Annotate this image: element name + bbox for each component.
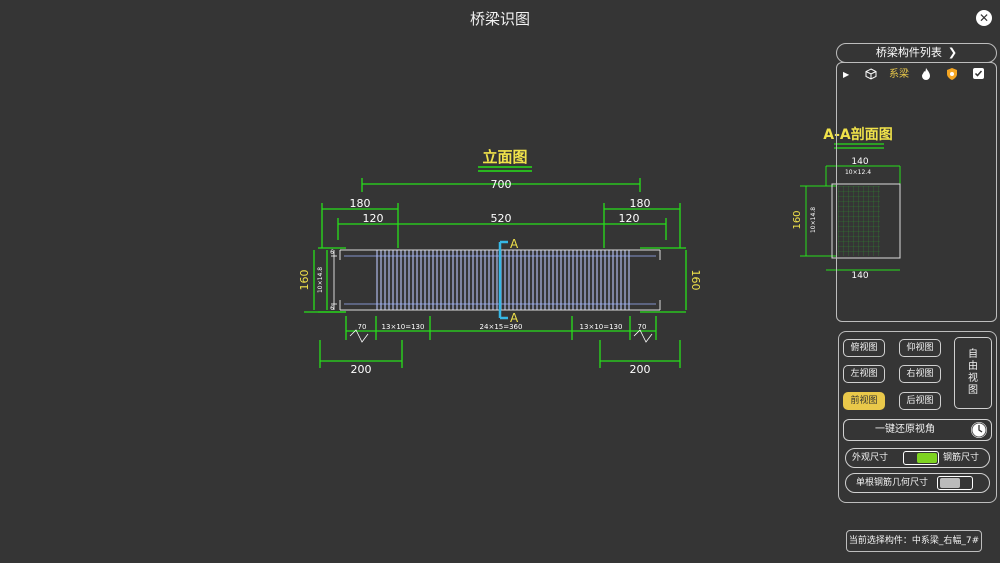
side-ticks [331,250,337,310]
window-title: 桥梁识图 [469,10,530,28]
tree-item-label[interactable]: 系梁 [889,69,909,80]
fire-icon[interactable] [921,68,931,85]
component-tree-row[interactable]: ▶ 系梁 [837,66,996,84]
right-view-button[interactable]: 右视图 [899,365,941,383]
section-mark-bottom: A [510,311,519,325]
spacing-left: 13×10=130 [382,323,425,331]
reset-view-label: 一键还原视角 [875,424,935,435]
section-note-top: 10×12.4 [845,169,871,176]
switch-knob [940,478,960,488]
section-height: 160 [792,210,803,229]
section-mark-top: A [510,237,519,251]
height-left: 160 [298,270,311,291]
break-marks [349,329,653,343]
side-small-top: 6 [330,249,334,256]
free-view-button[interactable]: 自由视图 [954,337,992,409]
dim-left-outer: 180 [350,197,371,210]
dim-bottom-left: 200 [351,363,372,376]
single-rebar-dim-label: 单根钢筋几何尺寸 [856,478,929,488]
section-outline [831,183,901,259]
rebar-dim-label: 钢筋尺寸 [943,453,980,463]
bottom-view-button[interactable]: 仰视图 [899,339,941,357]
dim-right-outer: 180 [630,197,651,210]
front-view-button[interactable]: 前视图 [843,392,885,410]
dimension-mode-switch[interactable] [903,451,939,465]
check-icon[interactable] [973,68,984,84]
rebar-cage [376,250,630,310]
dimension-mode-toggle[interactable]: 外观尺寸 钢筋尺寸 [845,448,990,468]
top-view-button[interactable]: 俯视图 [843,339,885,357]
clock-icon [971,422,987,438]
component-tree-panel[interactable]: ▶ 系梁 [836,62,997,322]
dim-middle: 520 [491,212,512,225]
left-view-button[interactable]: 左视图 [843,365,885,383]
close-icon[interactable]: ✕ [976,10,992,26]
current-selection-status: 当前选择构件：中系梁_右幅_7# [846,530,982,552]
spacing-left-70: 70 [358,323,367,331]
component-list-header-label: 桥梁构件列表 [875,46,942,59]
bottom-dimension-lines [319,316,681,368]
side-small-bottom: 6 [330,305,334,312]
appearance-dim-label: 外观尺寸 [852,453,889,463]
section-width-bottom: 140 [851,271,868,281]
height-right: 160 [689,270,702,291]
spacing-right: 13×10=130 [580,323,623,331]
spacing-middle: 24×15=360 [480,323,523,331]
shield-icon[interactable] [947,68,957,85]
section-width-top: 140 [851,157,868,167]
switch-knob [917,453,937,463]
free-view-label: 自由视图 [968,349,978,396]
section-title: A-A剖面图 [823,126,892,143]
section-mesh [838,186,880,256]
single-rebar-dim-toggle[interactable]: 单根钢筋几何尺寸 [845,473,990,493]
play-icon[interactable]: ▶ [843,70,850,79]
elevation-title: 立面图 [482,148,527,166]
view-control-panel [838,331,997,503]
dim-overall: 700 [491,178,512,191]
reset-view-button[interactable]: 一键还原视角 [843,419,992,441]
cube-icon [865,68,877,85]
dim-bottom-right: 200 [630,363,651,376]
back-view-button[interactable]: 后视图 [899,392,941,410]
dim-left-inner: 120 [363,212,384,225]
dim-right-inner: 120 [619,212,640,225]
chevron-right-icon: ❯ [947,46,958,59]
component-list-header[interactable]: 桥梁构件列表 ❯ [836,43,997,63]
side-dimension-lines [304,250,687,313]
section-dimension-lines [800,165,901,271]
single-rebar-dim-switch[interactable] [937,476,973,490]
stirrup-vertical-note: 10×14.8 [317,267,324,293]
section-note-side: 10×14.8 [810,207,817,233]
spacing-right-70: 70 [638,323,647,331]
